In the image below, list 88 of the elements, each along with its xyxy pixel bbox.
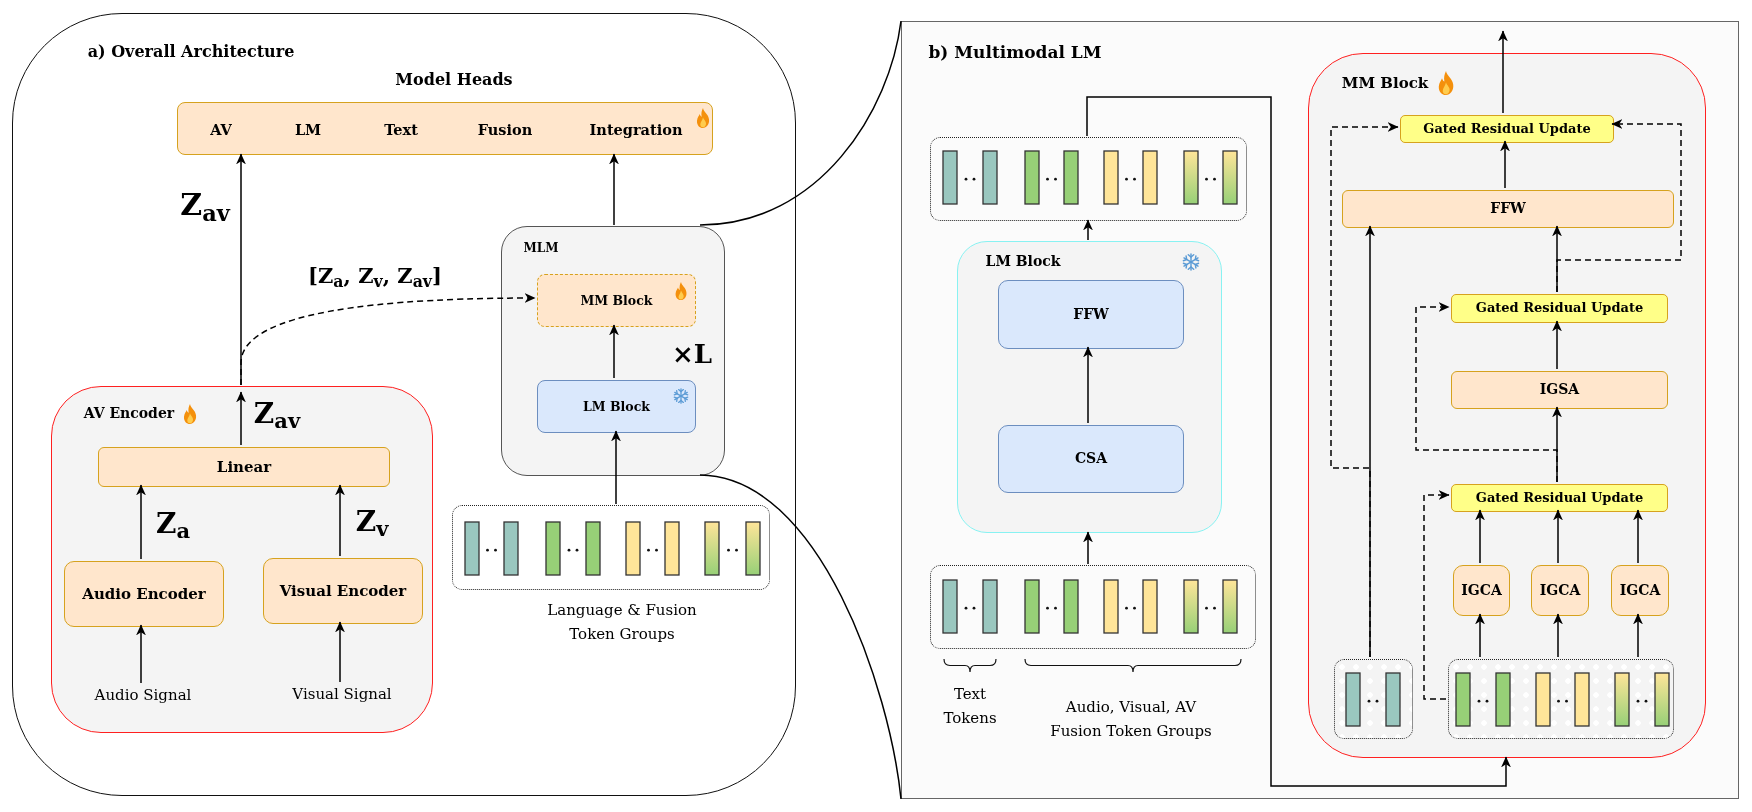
arrow <box>1553 613 1563 658</box>
dashed-arrow <box>1330 122 1399 658</box>
linear-box <box>98 447 390 487</box>
arrow <box>611 430 621 505</box>
gated-update-box <box>1400 115 1614 143</box>
igsa-box <box>1451 371 1668 409</box>
box-label: Visual Encoder <box>279 581 407 601</box>
architecture-panel <box>12 13 796 796</box>
arrow <box>1552 320 1562 370</box>
caption-text: Language & Fusion Token Groups <box>546 600 698 645</box>
arrow <box>1633 613 1643 658</box>
box-label: Linear <box>216 457 272 477</box>
dashed-arrow <box>240 293 536 386</box>
head-label: Text <box>384 120 418 140</box>
math-label: Z$_{av}$ <box>253 400 301 428</box>
dashed-arrow <box>1415 302 1558 483</box>
mlm-container <box>501 226 725 476</box>
csa-box <box>998 425 1184 493</box>
connector-line <box>699 474 902 800</box>
box-label: LM Block <box>583 398 650 415</box>
arrow <box>335 484 345 557</box>
box-label: Gated Residual Update <box>1475 489 1644 507</box>
container-label: AV Encoder <box>83 405 175 423</box>
box-label: IGCA <box>1619 581 1661 600</box>
mm-block-box <box>537 274 696 327</box>
math-label: [Z$_{a}$, Z$_{v}$, Z$_{av}$] <box>308 264 442 286</box>
arrow <box>1498 30 1508 114</box>
arrow <box>1500 140 1510 189</box>
signal-label: Audio Signal <box>94 685 192 705</box>
av-encoder-container <box>51 386 433 733</box>
head-label: LM <box>294 120 322 140</box>
arrow <box>136 624 146 684</box>
arrow <box>609 153 619 226</box>
igca-box <box>1611 565 1669 616</box>
caption-text: Text Tokens <box>942 684 998 729</box>
arrow <box>1475 509 1485 564</box>
ffw-box <box>1342 190 1674 228</box>
token-group <box>1334 659 1413 739</box>
arrow <box>1633 509 1643 564</box>
igca-box <box>1531 565 1589 616</box>
head-label: Fusion <box>477 120 533 140</box>
container-label: MM Block <box>1341 73 1429 93</box>
box-label: Audio Encoder <box>82 584 206 604</box>
gated-update-box <box>1451 294 1668 323</box>
box-label: IGCA <box>1539 581 1581 600</box>
math-label: Z$_{v}$ <box>355 508 389 536</box>
arrow <box>1553 509 1563 564</box>
ffw-box <box>998 280 1184 349</box>
box-label: FFW <box>1490 200 1526 218</box>
section-heading: Model Heads <box>395 70 513 90</box>
dashed-arrow <box>1556 119 1682 293</box>
arrow <box>1475 613 1485 658</box>
caption-text: Audio, Visual, AV Fusion Token Groups <box>1049 697 1213 742</box>
arrow <box>1083 219 1093 241</box>
box-label: Gated Residual Update <box>1423 120 1591 138</box>
box-label: MM Block <box>580 292 653 309</box>
arrow <box>335 621 345 683</box>
panel-title: a) Overall Architecture <box>87 42 295 62</box>
arrow <box>1086 96 1511 787</box>
container-label: LM Block <box>985 253 1061 271</box>
arrow <box>609 324 619 379</box>
math-label: Z$_{av}$ <box>180 190 230 220</box>
lm-block-box <box>537 380 696 433</box>
panel-title: b) Multimodal LM <box>928 42 1102 64</box>
lm-block-container <box>957 241 1222 533</box>
box-label: IGCA <box>1461 581 1502 600</box>
gated-update-box <box>1451 484 1668 512</box>
box-label: Gated Residual Update <box>1475 300 1644 317</box>
igca-box <box>1453 565 1510 616</box>
encoder-box <box>64 561 224 627</box>
signal-label: Visual Signal <box>292 684 392 704</box>
arrow <box>1083 531 1093 565</box>
mm-block-container <box>1308 53 1706 758</box>
encoder-box <box>263 558 423 624</box>
box-label: IGSA <box>1539 381 1580 399</box>
head-label: Integration <box>589 120 683 140</box>
arrow <box>236 391 246 446</box>
arrow <box>1083 346 1093 424</box>
head-label: AV <box>210 120 232 140</box>
box-label: FFW <box>1073 305 1109 324</box>
dashed-arrow <box>1423 490 1450 700</box>
arrow <box>136 484 146 560</box>
repeat-count: ×L <box>671 337 713 371</box>
connector-line <box>699 20 902 226</box>
math-label: Z$_{a}$ <box>155 510 191 538</box>
container-label: MLM <box>523 240 559 256</box>
multimodal-lm-panel <box>901 21 1739 799</box>
box-label: CSA <box>1074 450 1108 468</box>
